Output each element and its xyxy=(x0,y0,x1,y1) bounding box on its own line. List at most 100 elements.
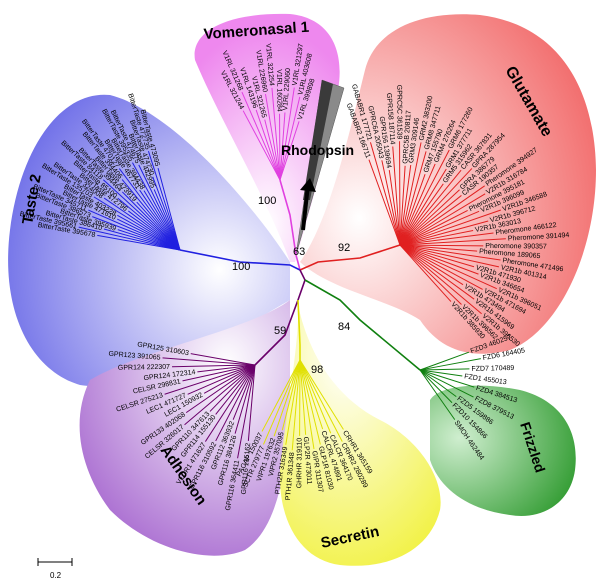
branch xyxy=(299,359,315,449)
branch xyxy=(209,364,256,412)
branch xyxy=(399,229,474,246)
branch xyxy=(399,183,444,246)
bootstrap-secretin: 98 xyxy=(311,364,323,376)
leaf-label: PTH1R 361348 xyxy=(285,452,296,501)
branch xyxy=(388,169,401,246)
bootstrap-rhodopsin: 63 xyxy=(293,246,305,258)
branch xyxy=(157,167,181,251)
branch xyxy=(399,210,468,246)
branch xyxy=(399,151,427,246)
branch xyxy=(399,168,473,246)
scale-label: 0.2 xyxy=(50,571,62,580)
leaf-label: V1RL 321254 xyxy=(264,43,275,86)
branch xyxy=(419,369,453,404)
branch xyxy=(399,220,489,246)
branch xyxy=(399,149,450,246)
branch xyxy=(399,168,447,246)
branch xyxy=(255,109,281,181)
leaf-label: Pheromone 390357 xyxy=(485,243,547,251)
branch xyxy=(291,359,301,451)
branch xyxy=(399,244,462,305)
branch xyxy=(399,185,485,246)
branch xyxy=(281,359,301,431)
branch xyxy=(162,357,256,366)
branch xyxy=(399,209,502,246)
branch xyxy=(399,195,462,246)
branch xyxy=(399,142,422,246)
branch xyxy=(299,359,343,442)
branch xyxy=(399,244,475,268)
branch xyxy=(399,163,436,246)
rhodopsin-arrow xyxy=(301,184,310,231)
branch xyxy=(399,244,475,300)
leaf-label: GHRHR 319110 xyxy=(296,438,303,489)
branch xyxy=(419,369,456,420)
frizzled-region xyxy=(430,385,576,516)
branch xyxy=(399,244,452,302)
branch xyxy=(399,193,486,246)
branch xyxy=(215,364,256,442)
leaf-label: Pheromone 391494 xyxy=(508,232,570,243)
branch xyxy=(419,369,474,398)
branch xyxy=(172,364,256,368)
branch xyxy=(215,364,256,415)
branch xyxy=(399,189,460,246)
rhodopsin-arrow-head xyxy=(300,178,316,192)
branch xyxy=(279,87,295,181)
branch xyxy=(241,91,281,181)
branch xyxy=(399,244,482,315)
branch xyxy=(399,174,426,246)
branch xyxy=(399,244,479,275)
branch xyxy=(399,244,464,286)
branch xyxy=(392,146,401,246)
branch xyxy=(399,244,483,290)
branch xyxy=(399,238,506,246)
branch xyxy=(271,87,281,181)
branch xyxy=(419,369,457,398)
branch xyxy=(203,364,256,394)
branch xyxy=(204,364,256,442)
leaf-label: FZD1 455013 xyxy=(464,373,507,386)
branch xyxy=(419,369,463,377)
branch xyxy=(232,364,256,420)
bootstrap-vomeronasal: 100 xyxy=(258,195,276,207)
branch xyxy=(285,359,301,445)
branch xyxy=(261,359,301,432)
leaf-label: GPRC5C 361539 xyxy=(395,85,402,140)
branch xyxy=(399,244,500,268)
branch xyxy=(264,119,281,181)
leaf-label: V1RL 229060 xyxy=(282,68,292,111)
rhodopsin-wedge-dark xyxy=(303,80,333,200)
branch xyxy=(399,210,480,246)
branch xyxy=(234,364,256,434)
branch xyxy=(399,164,412,246)
branch xyxy=(299,359,344,430)
leaf-label: GPR158 187114 xyxy=(385,93,396,145)
branch xyxy=(242,110,281,181)
branch xyxy=(164,364,256,395)
branch xyxy=(185,364,256,414)
branch xyxy=(419,358,481,371)
branch xyxy=(368,159,401,246)
leaf-label: V1RL 160284 xyxy=(275,69,282,112)
branch xyxy=(399,244,484,247)
branch xyxy=(369,142,401,246)
label-rhodopsin: Rhodopsin xyxy=(281,142,354,158)
branch xyxy=(237,364,256,459)
branch xyxy=(247,364,256,442)
branch xyxy=(399,244,501,261)
bootstrap-glutamate: 92 xyxy=(338,242,350,254)
leaf-label: GPR123 391065 xyxy=(108,351,161,362)
glutamate-region xyxy=(300,14,596,354)
branch xyxy=(299,359,307,435)
bootstrap-frizzled: 84 xyxy=(338,321,350,333)
branch xyxy=(299,359,332,434)
branch xyxy=(399,169,462,246)
branch xyxy=(419,351,470,371)
tree-backbone xyxy=(179,179,421,371)
branch xyxy=(399,165,406,246)
leaf-label: GPR124 222307 xyxy=(118,364,170,372)
branch xyxy=(419,368,470,371)
branch xyxy=(299,359,321,445)
leaf-label: GPR116 135162 xyxy=(241,443,252,495)
